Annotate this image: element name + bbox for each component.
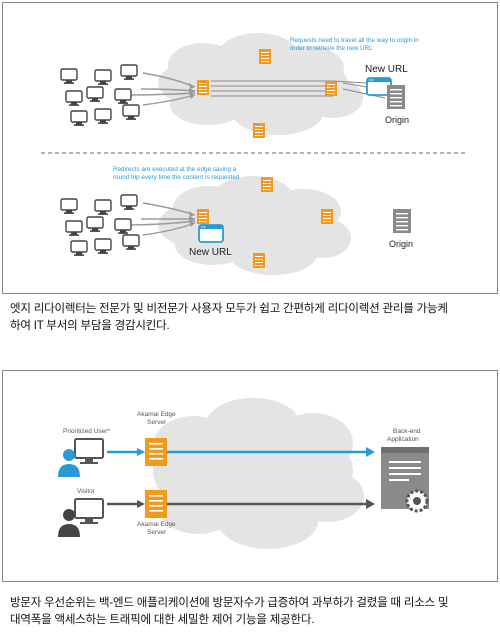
caption-visitor-prioritization: 방문자 우선순위는 백-엔드 애플리케이션에 방문자수가 급증하여 과부하가 걸… [10,595,490,629]
caption-line: 하여 IT 부서의 부담을 경감시킨다. [10,320,170,332]
visitor-icon [58,498,104,537]
edge-server-label-bottom-1: Akamai Edge [137,521,176,528]
top-client-computers [60,64,140,127]
caption-edge-redirect: 엣지 리다이렉터는 전문가 및 비전문가 사용자 모두가 쉽고 간편하게 리다이… [10,301,490,335]
bottom-client-computers [60,194,140,257]
edge-redirect-diagram-graphic [41,33,465,275]
origin-server-icon [387,85,405,109]
origin-server-icon [393,209,411,233]
cloud-top [158,33,363,135]
note-bottom-line2: round trip every time the content is req… [113,174,240,181]
caption-line: 대역폭을 액세스하는 트래픽에 대한 세밀한 제어 기능을 제공한다. [10,614,315,626]
note-top-line1: Requests need to travel all the way to o… [290,37,419,44]
cloud [153,398,364,549]
backend-label-2: Application [387,436,419,443]
edge-server-label-top-1: Akamai Edge [137,411,176,418]
edge-server-label-top-2: Server [147,419,167,426]
edge-server-icon [145,490,167,518]
top-paths [211,80,386,99]
prioritized-user-icon [58,438,104,477]
caption-line: 방문자 우선순위는 백-엔드 애플리케이션에 방문자수가 급증하여 과부하가 걸… [10,597,449,609]
caption-line: 엣지 리다이렉터는 전문가 및 비전문가 사용자 모두가 쉽고 간편하게 리다이… [10,303,448,315]
web-window-icon [198,224,224,243]
note-bottom-line1: Redirects are executed at the edge savin… [113,166,237,173]
visitor-prioritization-diagram: Prioritized User* Visitor Akamai Edge Se… [2,370,498,582]
visitor-prioritization-graphic [58,398,429,549]
priority-traffic-arrow [107,447,375,457]
edge-server-label-bottom-2: Server [147,529,167,536]
origin-label-bottom: Origin [389,239,414,249]
new-url-label-top: New URL [365,64,408,75]
note-top-line2: order to retrieve the new URL [290,45,373,52]
backend-label-1: Back-end [393,428,421,435]
edge-server-icon [145,438,167,466]
backend-application-icon [381,447,429,513]
prioritized-user-label: Prioritized User* [63,428,110,435]
edge-redirect-diagram: Requests need to travel all the way to o… [2,2,498,294]
origin-label-top: Origin [385,115,410,125]
visitor-label: Visitor [77,488,95,495]
visitor-traffic-arrow [107,499,375,509]
new-url-label-bottom: New URL [189,247,232,258]
